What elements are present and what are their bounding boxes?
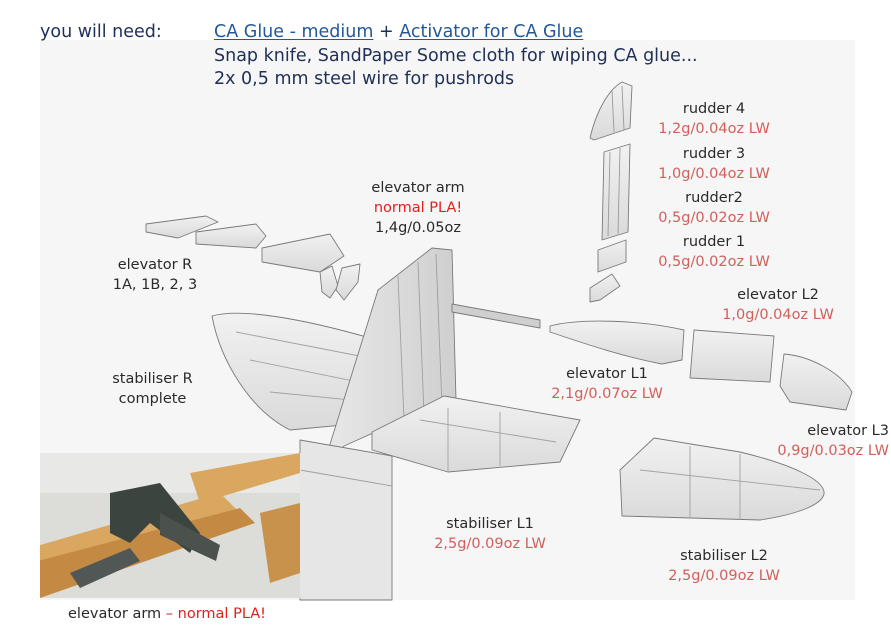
rudder-3-weight: 1,0g/0.04oz LW bbox=[658, 166, 770, 182]
activator-link[interactable]: Activator for CA Glue bbox=[399, 22, 584, 42]
elevator-l2-label: elevator L2 1,0g/0.04oz LW bbox=[718, 285, 838, 325]
rudder-1-weight: 0,5g/0.02oz LW bbox=[658, 254, 770, 270]
rudder-2-weight: 0,5g/0.02oz LW bbox=[658, 210, 770, 226]
rudder-1-part bbox=[589, 273, 621, 303]
elevator-r-parts: 1A, 1B, 2, 3 bbox=[112, 277, 198, 293]
photo-caption-note: – normal PLA! bbox=[161, 606, 266, 622]
rudder-4-part bbox=[589, 81, 633, 141]
elevator-arm-name: elevator arm bbox=[371, 180, 465, 196]
elevator-l1-weight: 2,1g/0.07oz LW bbox=[551, 386, 663, 402]
stabiliser-l2-name: stabiliser L2 bbox=[680, 548, 768, 564]
elevator-l1-part bbox=[549, 320, 685, 365]
stabiliser-l1-weight: 2,5g/0.09oz LW bbox=[434, 536, 546, 552]
stabiliser-r-label: stabiliser R complete bbox=[105, 369, 200, 409]
stabiliser-l1-label: stabiliser L1 2,5g/0.09oz LW bbox=[428, 514, 552, 554]
elevator-l2-name: elevator L2 bbox=[737, 287, 819, 303]
rudder-2-part bbox=[597, 239, 627, 273]
elevator-arm-weight: 1,4g/0.05oz bbox=[375, 220, 461, 236]
rudder-4-label: rudder 4 1,2g/0.04oz LW bbox=[655, 99, 773, 139]
materials-line-3: 2x 0,5 mm steel wire for pushrods bbox=[214, 69, 515, 89]
rudder-4-weight: 1,2g/0.04oz LW bbox=[658, 121, 770, 137]
stabiliser-l2-weight: 2,5g/0.09oz LW bbox=[668, 568, 780, 584]
elevator-arm-note: normal PLA! bbox=[373, 200, 463, 216]
elevator-l3-part bbox=[779, 353, 853, 411]
elevator-l3-label: elevator L3 0,9g/0.03oz LW bbox=[764, 421, 889, 461]
elevator-arm-photo bbox=[40, 453, 301, 598]
photo-caption-name: elevator arm bbox=[68, 606, 162, 622]
elevator-l1-label: elevator L1 2,1g/0.07oz LW bbox=[546, 364, 668, 404]
stabiliser-r-name: stabiliser R bbox=[112, 371, 193, 387]
stabiliser-l1-part bbox=[371, 395, 581, 473]
elevator-r-part-3 bbox=[319, 265, 339, 299]
elevator-r-name: elevator R bbox=[117, 257, 193, 273]
elevator-l2-part bbox=[689, 329, 775, 383]
elevator-l3-name: elevator L3 bbox=[807, 423, 889, 439]
elevator-l2-weight: 1,0g/0.04oz LW bbox=[722, 307, 834, 323]
rudder-3-part bbox=[601, 143, 631, 241]
you-will-need-label: you will need: bbox=[40, 22, 162, 42]
stabiliser-r-note: complete bbox=[118, 391, 187, 407]
rudder-1-name: rudder 1 bbox=[682, 234, 746, 250]
stabiliser-l2-label: stabiliser L2 2,5g/0.09oz LW bbox=[662, 546, 786, 586]
elevator-r-part-horn bbox=[335, 263, 361, 301]
photo-caption: elevator arm – normal PLA! bbox=[68, 604, 266, 624]
elevator-l3-weight: 0,9g/0.03oz LW bbox=[777, 443, 889, 459]
pushrod bbox=[451, 303, 541, 329]
rudder-1-label: rudder 1 0,5g/0.02oz LW bbox=[655, 232, 773, 272]
ca-glue-link[interactable]: CA Glue - medium bbox=[214, 22, 374, 42]
materials-line-2: Snap knife, SandPaper Some cloth for wip… bbox=[214, 46, 698, 66]
fuselage-boom bbox=[299, 439, 393, 601]
elevator-arm-label: elevator arm normal PLA! 1,4g/0.05oz bbox=[358, 178, 478, 238]
elevator-r-label: elevator R 1A, 1B, 2, 3 bbox=[100, 255, 210, 295]
elevator-l1-name: elevator L1 bbox=[566, 366, 648, 382]
elevator-r-part-2 bbox=[261, 233, 345, 273]
rudder-2-name: rudder2 bbox=[685, 190, 743, 206]
rudder-2-label: rudder2 0,5g/0.02oz LW bbox=[655, 188, 773, 228]
rudder-3-name: rudder 3 bbox=[682, 146, 746, 162]
materials-line-1: CA Glue - medium + Activator for CA Glue bbox=[214, 22, 583, 42]
stabiliser-l1-name: stabiliser L1 bbox=[446, 516, 534, 532]
rudder-4-name: rudder 4 bbox=[682, 101, 746, 117]
rudder-3-label: rudder 3 1,0g/0.04oz LW bbox=[655, 144, 773, 184]
elevator-r-part-1b bbox=[195, 223, 267, 249]
plus-sign: + bbox=[373, 22, 400, 42]
elevator-r-part-1a bbox=[145, 215, 219, 239]
